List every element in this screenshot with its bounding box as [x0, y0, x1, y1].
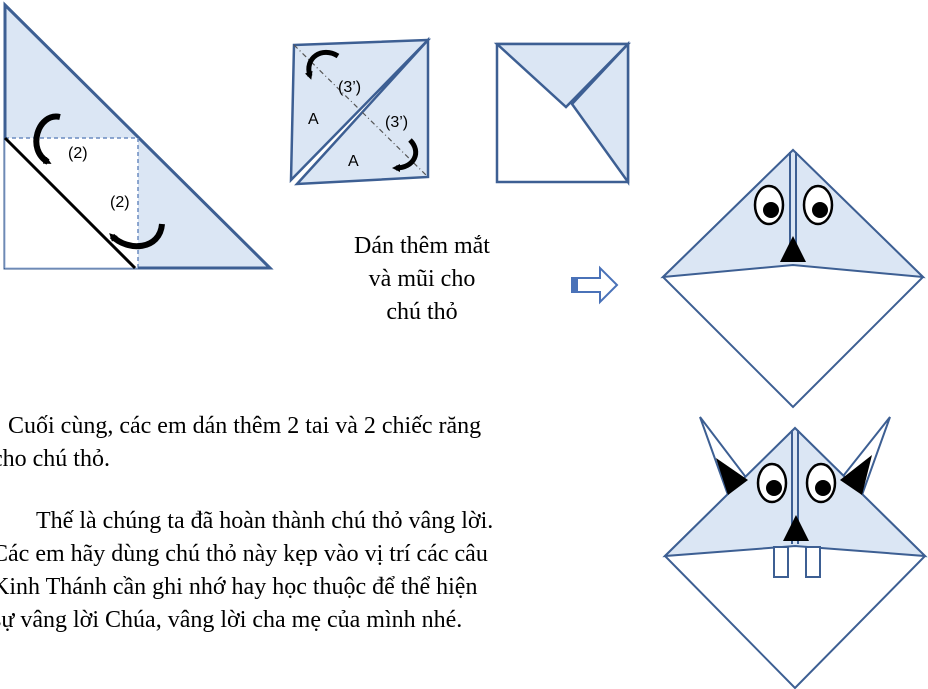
caption-line: và mũi cho [368, 266, 476, 292]
step2-label-b: (2) [110, 194, 130, 211]
next-step-arrow-icon [571, 265, 619, 305]
paragraph-line: sự vâng lời Chúa, vâng lời cha mẹ của mì… [0, 607, 463, 633]
flap-label-a2: A [348, 153, 359, 170]
caption-line: chú thỏ [386, 299, 458, 325]
paragraph-line: cho chú thỏ. [0, 446, 110, 472]
fold-arrow-icon [33, 113, 61, 165]
paragraph-line: Các em hãy dùng chú thỏ này kẹp vào vị t… [0, 541, 488, 567]
step3-label-a: (3’) [338, 79, 361, 96]
nose-icon [780, 236, 806, 262]
eye-icon [805, 462, 837, 504]
fold-arrow-icon [109, 223, 165, 250]
tooth-icon [773, 546, 789, 578]
paragraph-line: Thế là chúng ta đã hoàn thành chú thỏ vâ… [36, 508, 494, 534]
step2-triangle [3, 1, 274, 270]
step-caption: Dán thêm mắt và mũi cho chú thỏ [322, 230, 522, 329]
caption-line: Dán thêm mắt [354, 233, 490, 259]
paragraph-line: Kinh Thánh cần ghi nhớ hay học thuộc để … [0, 574, 478, 600]
rabbit-face-complete [662, 416, 928, 689]
eye-icon [802, 184, 834, 226]
instruction-paragraph-2: Thế là chúng ta đã hoàn thành chú thỏ vâ… [0, 505, 650, 637]
step3-label-b: (3’) [385, 114, 408, 131]
rabbit-face [660, 148, 926, 409]
flap-label-a1: A [308, 111, 319, 128]
step2-label-a: (2) [68, 145, 88, 162]
step4-square [493, 40, 631, 186]
ear-icon [716, 458, 748, 495]
eye-icon [756, 462, 788, 504]
fold-arrow-icon [392, 138, 419, 172]
eye-icon [753, 184, 785, 226]
tooth-icon [805, 546, 821, 578]
nose-icon [783, 515, 809, 541]
step3-square [289, 36, 432, 186]
ear-icon [840, 455, 872, 495]
instruction-paragraph-1: Cuối cùng, các em dán thêm 2 tai và 2 ch… [0, 410, 650, 476]
paragraph-line: Cuối cùng, các em dán thêm 2 tai và 2 ch… [8, 413, 482, 439]
fold-arrow-icon [304, 49, 340, 80]
